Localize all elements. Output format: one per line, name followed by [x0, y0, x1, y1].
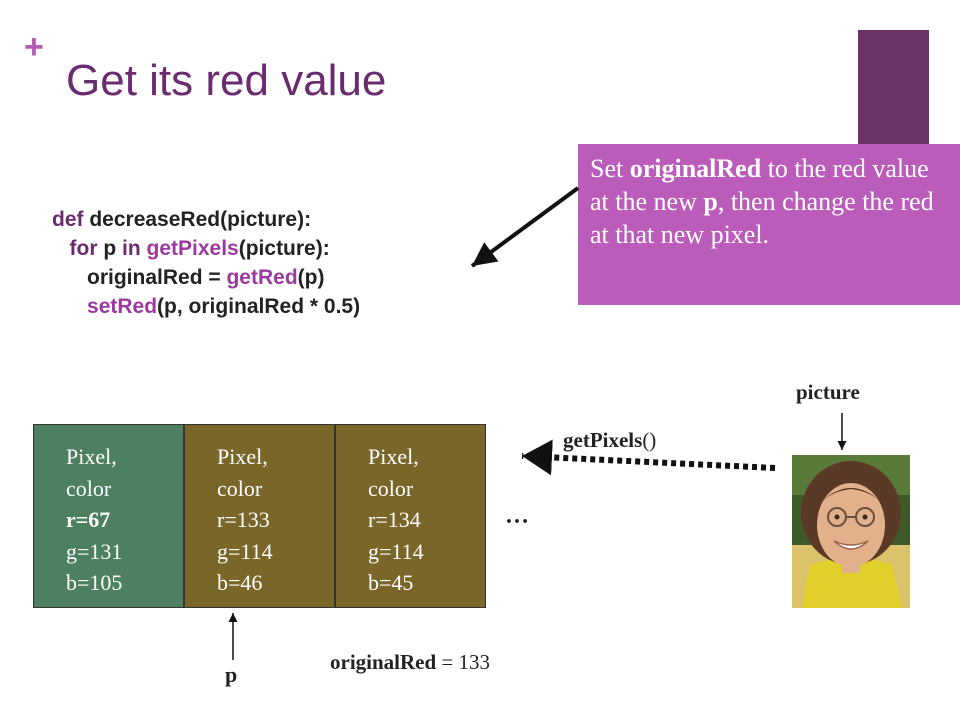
getpixels-label: getPixels() — [563, 428, 656, 453]
code-text: decreaseRed(picture): — [89, 208, 312, 231]
code-text: p — [103, 237, 123, 260]
pixel-label: Pixel, — [66, 444, 117, 469]
pixel-color-label: color — [66, 475, 112, 501]
callout-variable: originalRed — [629, 154, 762, 183]
code-keyword: in — [122, 237, 147, 260]
pixel-green-value: g=114 — [217, 538, 273, 564]
code-function: getRed — [226, 266, 298, 289]
code-keyword: for — [69, 237, 104, 260]
pixel-red-value: r=134 — [368, 507, 421, 532]
code-text: (p) — [297, 266, 325, 289]
getpixels-bold: getPixels — [563, 428, 643, 452]
code-text: (picture): — [238, 237, 330, 260]
pixel-blue-value: b=46 — [217, 570, 263, 595]
girl-photo-image — [792, 455, 910, 608]
pixel-label: Pixel, — [368, 444, 419, 469]
code-text: (p, originalRed * 0.5) — [157, 295, 361, 318]
callout-pixel-var: p — [703, 187, 718, 216]
pixel-blue-value: b=45 — [368, 570, 414, 595]
code-block: def decreaseRed(picture): for p in getPi… — [52, 205, 360, 321]
callout-box: Set originalRed to the red value at the … — [578, 144, 960, 305]
picture-photo — [792, 455, 910, 608]
slide-title: Get its red value — [66, 56, 387, 105]
code-keyword: def — [52, 208, 90, 231]
pixel-cell-current: Pixel, color r=67 g=131 b=105 — [33, 424, 184, 608]
plus-icon: + — [24, 28, 44, 66]
code-line-3: originalRed = getRed(p) — [52, 263, 360, 292]
pixel-cell: Pixel, color r=134 g=114 b=45 — [335, 424, 486, 608]
pixel-red-value: r=67 — [66, 507, 111, 532]
pixel-cell: Pixel, color r=133 g=114 b=46 — [184, 424, 335, 608]
code-line-1: def decreaseRed(picture): — [52, 205, 360, 234]
code-line-4: setRed(p, originalRed * 0.5) — [52, 292, 360, 321]
callout-arrow — [470, 186, 580, 268]
pixel-green-value: g=114 — [368, 538, 424, 564]
callout-text-2: to the red value at the new — [590, 154, 929, 216]
getpixels-arrow — [521, 439, 776, 476]
pixel-blue-value: b=105 — [66, 570, 123, 595]
original-red-label: originalRed = 133 — [330, 650, 490, 675]
code-function: getPixels — [146, 237, 239, 260]
code-function: setRed — [87, 295, 158, 318]
code-line-2: for p in getPixels(picture): — [52, 234, 360, 263]
ellipsis-label: … — [505, 503, 529, 529]
getpixels-parens: () — [642, 428, 657, 452]
callout-text-1: Set — [590, 154, 630, 183]
picture-label: picture — [796, 380, 860, 404]
original-red-var: originalRed — [330, 650, 437, 674]
pixel-color-label: color — [217, 475, 263, 501]
p-label: p — [225, 662, 238, 687]
pixel-green-value: g=131 — [66, 538, 123, 564]
callout-text-3: , then change the red at that new pixel. — [590, 187, 934, 249]
original-red-value: = 133 — [436, 650, 491, 674]
pixel-color-label: color — [368, 475, 414, 501]
pixel-label: Pixel, — [217, 444, 268, 469]
pixel-red-value: r=133 — [217, 507, 270, 532]
code-text: originalRed = — [87, 266, 227, 289]
